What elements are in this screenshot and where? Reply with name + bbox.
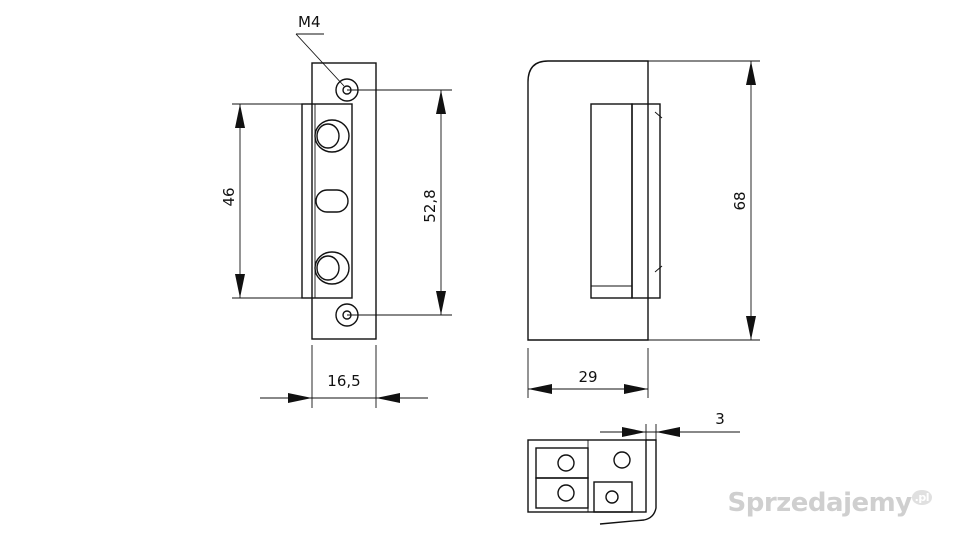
middle-slot — [315, 189, 349, 213]
terminal-hole — [557, 484, 575, 502]
dim-label-46: 46 — [220, 187, 238, 206]
bottom-housing — [527, 439, 647, 513]
front-body — [301, 103, 353, 299]
upper-knob — [314, 119, 350, 153]
thread-label: M4 — [298, 13, 321, 31]
watermark-logo: Sprzedajemy.pl — [727, 488, 932, 518]
terminal-hole — [613, 451, 631, 469]
side-view: 68 29 — [527, 60, 760, 398]
side-housing — [527, 60, 649, 341]
dim-label-3: 3 — [715, 410, 725, 428]
front-view: M4 46 52,8 16,5 — [220, 13, 452, 408]
bottom-view: 3 — [527, 410, 740, 525]
front-mounting-plate — [311, 62, 377, 340]
terminal-hole — [557, 454, 575, 472]
watermark-suffix: .pl — [911, 490, 932, 506]
dim-label-29: 29 — [578, 368, 597, 386]
side-latch — [590, 103, 633, 299]
watermark-brand: Sprzedajemy — [727, 488, 913, 518]
dim-label-52-8: 52,8 — [421, 189, 439, 222]
terminal-hole — [605, 490, 619, 504]
dim-label-16-5: 16,5 — [327, 372, 360, 390]
dim-label-68: 68 — [731, 191, 749, 210]
lower-knob — [314, 251, 350, 285]
